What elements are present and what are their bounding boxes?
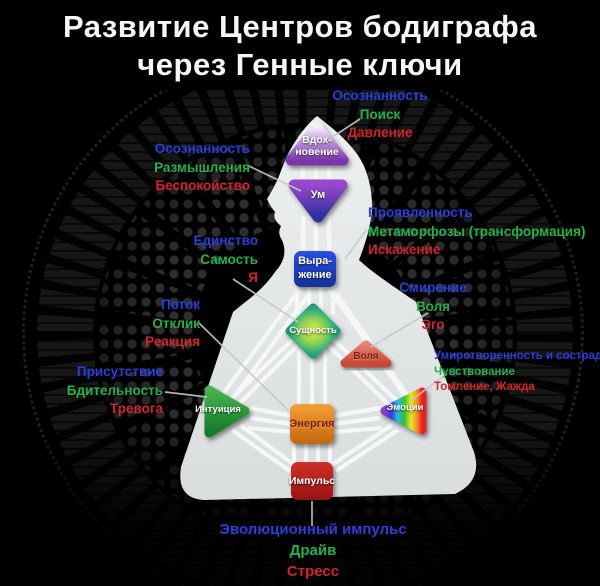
label-expression-green: Метаморфозы (трансформация) [368, 223, 586, 239]
labels-expression: Проявленность Метаморфозы (трансформация… [368, 204, 585, 260]
label-emotions-green: Чувствование [434, 365, 515, 378]
label-essence-blue: Единство [193, 233, 258, 248]
center-will-triangle [340, 340, 392, 368]
label-intuition-red: Тревога [110, 401, 163, 416]
label-emotions-red: Томление, Жажда [434, 381, 535, 393]
label-emotions-blue: Умиротворенность и сострадание [434, 350, 600, 362]
label-impulse-red: Стресс [286, 563, 340, 580]
expression-line1: Выра- [298, 255, 332, 267]
center-impulse-square [291, 462, 333, 500]
center-emotions-triangle [380, 387, 427, 435]
center-will-label: Воля [353, 351, 379, 362]
labels-intuition: Присутствие Бдительность Тревога [67, 363, 163, 419]
title-line1: Развитие Центров бодиграфа [62, 9, 538, 44]
label-mind-blue: Осознанность [154, 141, 250, 156]
center-energy-square [290, 404, 334, 444]
center-expression-square [294, 251, 336, 287]
label-impulse-blue: Эволюционный импульс [219, 521, 407, 538]
label-crown-red: Давление [347, 125, 413, 140]
label-intuition-blue: Присутствие [76, 364, 163, 379]
label-expression-blue: Проявленность [368, 205, 473, 220]
center-impulse-label: Импульс [288, 475, 336, 487]
center-energy-label: Энергия [289, 418, 335, 430]
label-mind-green: Размышления [154, 159, 250, 175]
labels-mind: Осознанность Размышления Беспокойство [154, 140, 250, 196]
pointer-lines [164, 118, 448, 526]
label-energy-red: Реакция [145, 334, 200, 349]
labels-impulse: Эволюционный импульс Драйв Стресс [163, 519, 463, 582]
labels-emotions: Умиротворенность и сострадание Чувствова… [434, 349, 600, 396]
labels-will: Смирение Воля Эго [396, 279, 470, 335]
label-expression-red: Искажение [368, 242, 441, 257]
label-energy-green: Отклик [152, 315, 200, 331]
labels-essence: Единство Самость Я [193, 232, 258, 288]
label-intuition-green: Бдительность [66, 382, 163, 398]
title-band [0, 0, 600, 90]
label-essence-red: Я [248, 270, 258, 285]
page-title: Развитие Центров бодиграфа через Генные … [0, 8, 600, 84]
title-line2: через Генные ключи [137, 47, 463, 82]
center-essence-diamond [285, 303, 341, 359]
inspiration-line2: новение [295, 146, 339, 158]
label-crown-green: Поиск [359, 106, 401, 122]
labels-crown: Осознанность Поиск Давление [300, 87, 460, 143]
center-emotions-label: Эмоции [386, 402, 424, 413]
center-essence-label: Сущность [289, 325, 337, 336]
label-mind-red: Беспокойство [155, 178, 250, 193]
center-intuition-label: Интуиция [195, 404, 241, 415]
label-will-blue: Смирение [399, 280, 467, 295]
inspiration-line1: Вдох- [302, 134, 332, 146]
label-will-green: Воля [415, 298, 451, 314]
center-inspiration-triangle [285, 121, 349, 166]
label-crown-blue: Осознанность [332, 88, 428, 103]
center-mind-label: Ум [310, 189, 326, 201]
label-energy-blue: Поток [160, 297, 200, 312]
center-mind-triangle [288, 179, 348, 223]
expression-line2: жение [298, 269, 332, 281]
label-impulse-green: Драйв [289, 542, 337, 559]
center-inspiration-label: Вдох- новение [286, 134, 348, 158]
label-will-red: Эго [421, 317, 445, 332]
labels-energy: Поток Отклик Реакция [145, 296, 200, 352]
center-intuition-triangle [204, 385, 250, 438]
center-expression-label: Выра- жение [293, 254, 337, 282]
label-essence-green: Самость [200, 251, 258, 267]
